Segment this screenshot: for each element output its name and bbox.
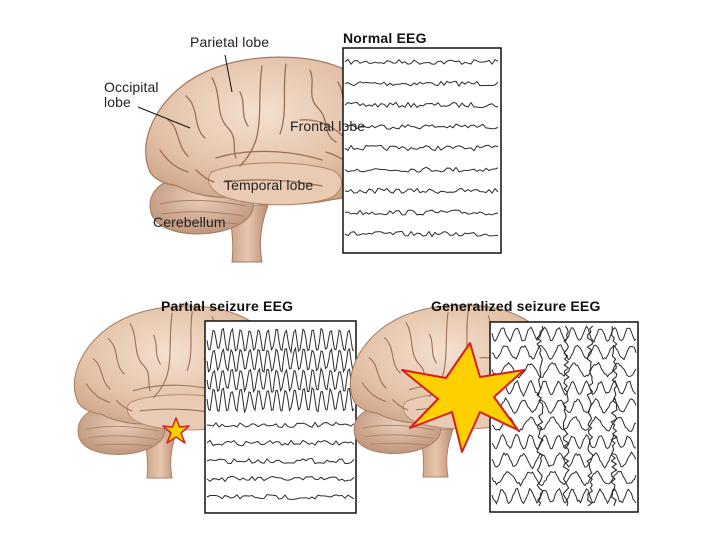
occipital-label-line-1: Occipital xyxy=(104,80,159,95)
occipital-label-line-2: lobe xyxy=(104,95,159,110)
partial-panel xyxy=(74,306,356,513)
occipital-lobe-label: Occipital lobe xyxy=(104,80,159,110)
normal-eeg-title: Normal EEG xyxy=(343,30,427,46)
normal-eeg-frame xyxy=(343,48,501,253)
cerebellum-label: Cerebellum xyxy=(153,215,226,230)
parietal-lobe-label: Parietal lobe xyxy=(190,35,269,50)
generalized-panel xyxy=(350,305,638,512)
frontal-lobe-label: Frontal lobe xyxy=(290,119,365,134)
temporal-lobe-label: Temporal lobe xyxy=(224,178,313,193)
partial-seizure-eeg-title: Partial seizure EEG xyxy=(161,298,293,314)
generalized-seizure-eeg-title: Generalized seizure EEG xyxy=(431,298,601,314)
